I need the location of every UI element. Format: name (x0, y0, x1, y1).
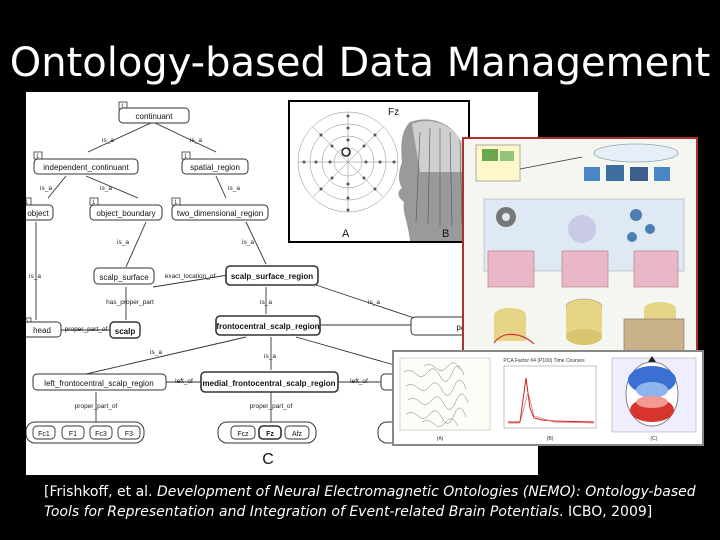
erp-label-a: (A) (437, 436, 444, 442)
panel-label-c: C (262, 451, 274, 468)
edge-label: is_a (242, 239, 254, 246)
citation-authors: Frishkoff, et al. (49, 484, 157, 500)
node-number: 1 (92, 200, 96, 206)
erp-results-figure: (A) PCA Factor #4 (P100) Time Courses (B… (392, 350, 704, 446)
edge-label: is_a (368, 299, 380, 306)
slide-title: Ontology-based Data Management (9, 40, 711, 86)
erp-label-c: (C) (651, 436, 658, 442)
citation-venue: . ICBO, 2009] (559, 504, 653, 520)
eeg-sensor-net-image: Fz A B (288, 100, 470, 243)
node-scalp-surface: scalp_surface (99, 273, 149, 282)
node-two-dimensional-region: two_dimensional_region (177, 209, 263, 218)
edge-label: proper_part_of (65, 326, 108, 333)
node-number: 1 (36, 154, 40, 160)
electrode-f3: F3 (125, 431, 133, 438)
citation-open: [ (44, 484, 50, 500)
citation-title: Development of Neural Electromagnetic On… (44, 484, 696, 520)
electrode-afz: Afz (292, 431, 303, 438)
node-number: 1 (26, 200, 29, 206)
fz-label: Fz (388, 107, 399, 118)
edge-label: left_of (175, 378, 193, 385)
node-head: head (33, 326, 51, 335)
erp-figure: (A) PCA Factor #4 (P100) Time Courses (B… (394, 352, 702, 444)
node-object: object (27, 209, 49, 218)
node-scalp-surface-region: scalp_surface_region (231, 272, 313, 281)
edge-label: is_a (117, 239, 129, 246)
panel-label-b: B (442, 228, 449, 240)
edge-label: is_a (100, 185, 112, 192)
electrode-fz: Fz (266, 431, 274, 438)
electrode-fc3: Fc3 (95, 431, 107, 438)
citation: [Frishkoff, et al. Development of Neural… (44, 482, 704, 522)
nemo-architecture-diagram (462, 137, 698, 359)
edge-label: has_proper_part (106, 299, 154, 306)
edge-label: is_a (260, 299, 272, 306)
panel-label-a: A (342, 228, 350, 240)
node-object-boundary: object_boundary (96, 209, 155, 218)
node-medial-frontocentral-scalp-region: medial_frontocentral_scalp_region (203, 379, 336, 388)
edge-label: exact_location_of (165, 273, 216, 280)
edge-label: is_a (228, 185, 240, 192)
node-number: 1 (184, 154, 188, 160)
architecture-figure (464, 139, 696, 357)
edge-label: left_of (350, 378, 368, 385)
node-independent-continuant: independent_continuant (43, 163, 129, 172)
eeg-figure: Fz A B (290, 102, 468, 241)
electrode-fcz: Fcz (237, 431, 249, 438)
edge-label: is_a (190, 137, 202, 144)
node-continuant: continuant (136, 112, 174, 121)
erp-label-b: (B) (547, 436, 554, 442)
erp-plot-title: PCA Factor #4 (P100) Time Courses (503, 358, 585, 364)
node-number: 1 (121, 104, 125, 110)
edge-label: is_a (150, 349, 162, 356)
electrode-f1: F1 (69, 431, 77, 438)
edge-label: is_a (29, 273, 41, 280)
node-scalp: scalp (115, 327, 136, 336)
node-frontocentral-scalp-region: frontocentral_scalp_region (216, 322, 319, 331)
electrode-fc1: Fc1 (38, 431, 50, 438)
edge-label: proper_part_of (250, 403, 293, 410)
edge-label: is_a (102, 137, 114, 144)
edge-label: is_a (40, 185, 52, 192)
node-number: 1 (174, 200, 178, 206)
edge-label: proper_part_of (75, 403, 118, 410)
edge-label: is_a (264, 353, 276, 360)
node-left-frontocentral-scalp-region: left_frontocentral_scalp_region (44, 379, 153, 388)
node-spatial-region: spatial_region (190, 163, 240, 172)
